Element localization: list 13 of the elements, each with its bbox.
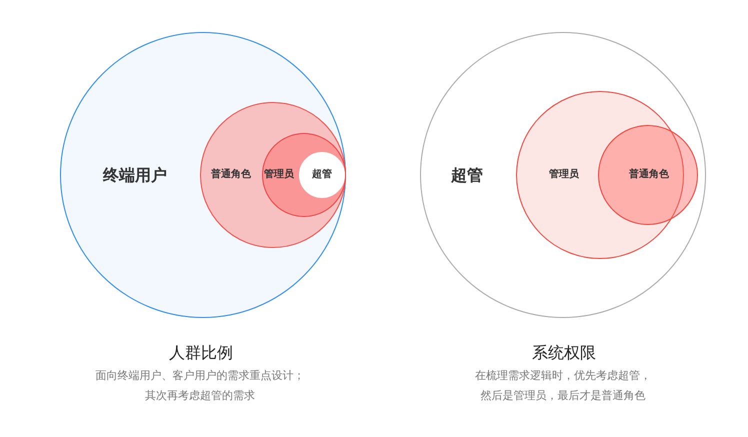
circle-label: 管理员 xyxy=(264,169,294,181)
section-description: 在梳理需求逻辑时，优先考虑超管，然后是管理员，最后才是普通角色 xyxy=(474,368,652,404)
section-heading: 系统权限 xyxy=(532,342,596,364)
circle-label: 超管 xyxy=(312,169,332,181)
circle-label: 普通角色 xyxy=(211,169,251,181)
section-heading: 人群比例 xyxy=(169,342,233,364)
nested-circle xyxy=(262,133,346,217)
section-description: 面向终端用户、客户用户的需求重点设计；其次再考虑超管的需求 xyxy=(94,368,306,404)
circle-label: 超管 xyxy=(451,165,483,185)
circle-label: 终端用户 xyxy=(103,165,167,185)
nested-circle xyxy=(299,152,345,198)
circle-label: 普通角色 xyxy=(629,169,669,181)
circle-label: 管理员 xyxy=(549,169,579,181)
